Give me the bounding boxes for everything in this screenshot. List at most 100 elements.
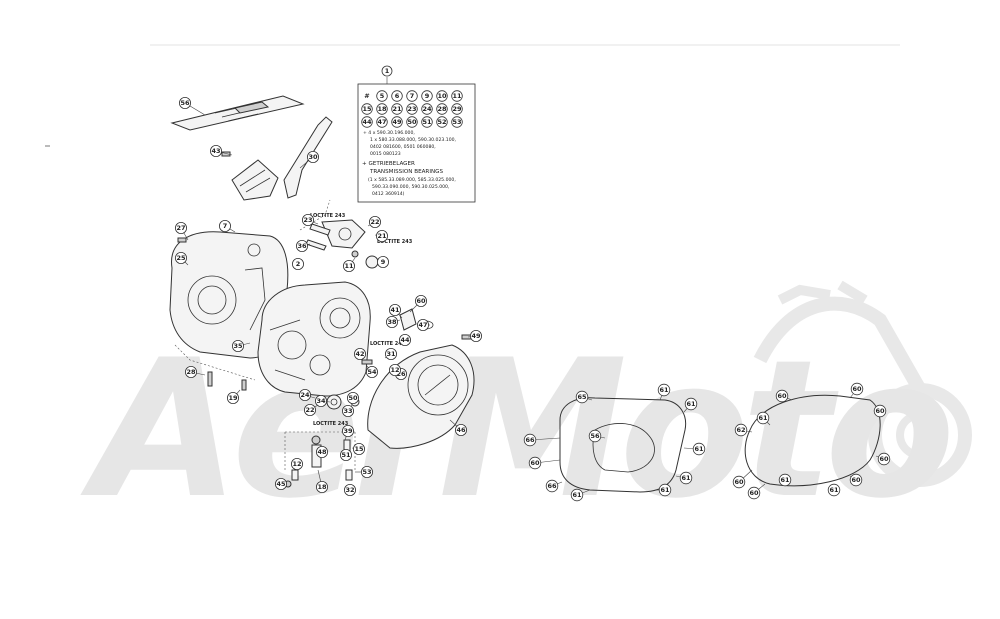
part-callout-label: 9 [381,258,386,266]
legend-note-line: 0015 080123 [370,151,401,157]
gasket-callout: 60 [747,483,766,500]
gasket-callout: 60 [528,456,561,470]
part-callout-label: 22 [370,218,379,226]
part-callout: 7 [218,219,236,233]
part-callout: 19 [226,389,241,404]
part-callout: 27 [174,221,189,241]
gasket-callout-label: 60 [851,476,861,484]
legend-grid-callout: 52 [436,116,448,128]
gasket-callout-label: 61 [572,491,582,499]
watermark: AerMoto [80,280,972,540]
part-callout-label: 43 [211,147,220,155]
gasket-callout: 62 [734,423,753,437]
part-callout: 24 [298,388,316,401]
part-callout: 12 [290,457,303,470]
legend-bearings-note: 0412 360914) [372,191,405,197]
part-callout-label: 15 [354,445,364,453]
legend-grid-callout: 21 [391,103,403,115]
legend-grid-callout-label: 50 [407,118,417,126]
part-callout: 41 [388,303,403,319]
legend-grid-callout: 44 [361,116,373,128]
ignition-cover-gasket [744,394,881,487]
legend-grid-callout-label: 9 [425,92,430,100]
engine-case-parts [169,95,475,492]
part-callout-label: 39 [343,427,353,435]
part-callout-label: 28 [186,368,196,376]
watermark-motorcycle [753,280,972,487]
part-callout-label: 33 [343,407,352,415]
gasket-callout: 60 [775,389,793,403]
legend-grid-callout: 49 [391,116,403,128]
legend-grid-callout: 11 [451,90,463,102]
part-callout: 23 [301,213,319,226]
legend-grid-callout-label: 6 [395,92,400,100]
gasket-callout-label: 61 [660,486,670,494]
gasket-callout: 65 [575,390,593,404]
part-callout: 15 [351,442,365,455]
gasket-callout-label: 60 [852,385,862,393]
part-callout-label: 53 [362,468,371,476]
legend-grid-callout: 10 [436,90,448,102]
gasket-callout: 61 [675,471,693,485]
part-callout: 51 [339,448,352,461]
part-callout-label: 22 [305,406,314,414]
loctite-label: LOCTITE 243 [310,213,346,219]
seal-ring [365,255,379,269]
part-callout-label: 42 [355,350,364,358]
part-callout: 44 [398,333,411,346]
legend-bearings-title: TRANSMISSION BEARINGS [369,169,443,175]
part-callout: 46 [449,419,467,436]
part-callout-label: 41 [390,306,400,314]
legend-grid-callout-label: 28 [437,105,447,113]
legend-grid-callout-label: 5 [380,92,385,100]
legend-grid-callout-label: 44 [362,118,372,126]
part-callout-label: 45 [276,480,286,488]
part-callout-label: 51 [341,451,351,459]
part-callout-label: 25 [176,254,186,262]
legend-grid-callout: 6 [391,90,403,102]
pump-housing [321,219,366,249]
legend-grid-callout-label: 7 [410,92,415,100]
gasket-callout-label: 61 [758,414,768,422]
part-callout: 18 [315,469,328,493]
part-callout-label: 2 [296,260,301,268]
gasket-callout: 61 [683,397,698,413]
legend-grid-callout-label: 24 [422,105,432,113]
loctite-label: LOCTITE 243 [377,239,413,245]
seal [326,394,342,410]
part-callout: 35 [231,339,251,352]
part-callout-label: 21 [377,232,387,240]
gasket-callout-label: 65 [577,393,587,401]
part-callout-label: 31 [386,350,396,358]
part-callout: 11 [342,257,356,272]
part-callout-label: 12 [292,460,301,468]
legend-grid-callout-label: 52 [437,118,446,126]
gasket-callout-label: 61 [694,445,704,453]
part-callout-label: 34 [316,397,326,405]
part-callout-label: 49 [471,332,481,340]
loctite-labels: LOCTITE 243 LOCTITE 243 LOCTITE 243 LOCT… [310,213,413,427]
legend-grid-callout: 18 [376,103,388,115]
right-crankcase [257,281,371,397]
part-callout: 43 [209,144,233,157]
legend-callout [381,65,393,77]
part-callout-label: 47 [418,321,427,329]
part-callout: 36 [295,239,311,252]
part-callout-label: 18 [317,483,327,491]
part-callout-label: 60 [416,297,426,305]
gasket-callout-label: 60 [530,459,540,467]
part-callout-label: 23 [303,216,312,224]
watermark-text: AerMoto [80,319,949,540]
part-callout: 21 [374,229,388,242]
gasket-callout-label: 61 [780,476,790,484]
legend-grid-callout: 50 [406,116,418,128]
gasket-callout-label: 62 [736,426,745,434]
legend-grid-callout: 28 [436,103,448,115]
chain-guide [231,159,279,201]
part-callout-label: 35 [233,342,243,350]
inner-gasket [592,423,655,473]
